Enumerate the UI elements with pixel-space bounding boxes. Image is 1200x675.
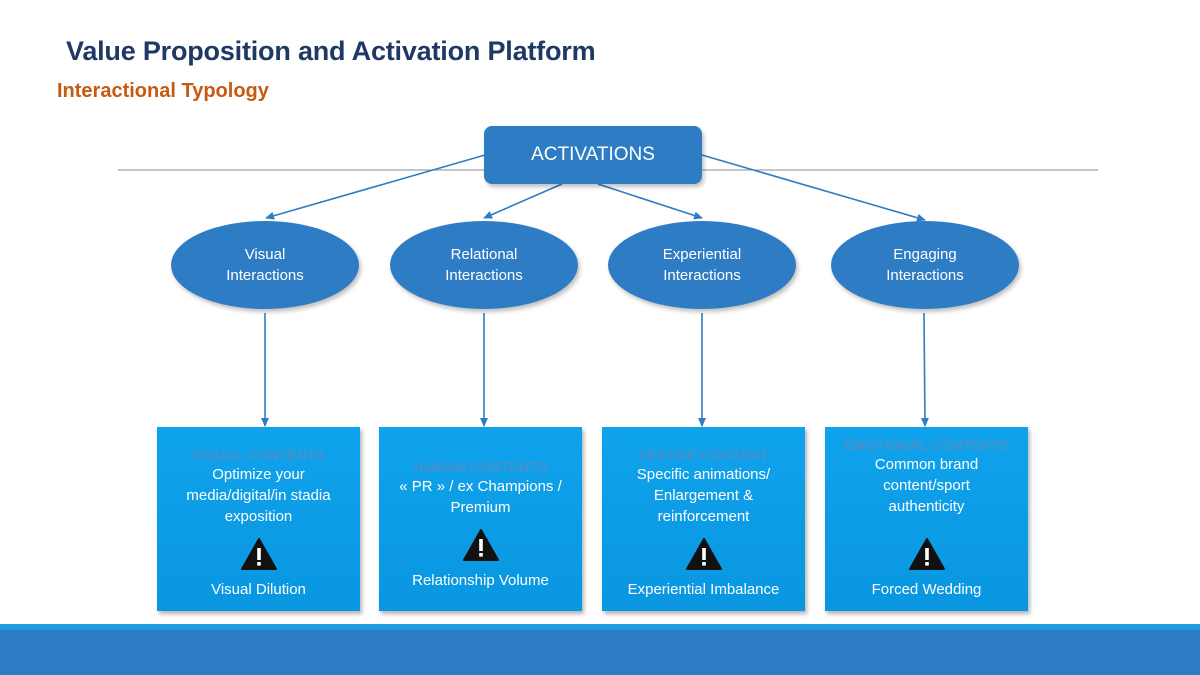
risk-label: Forced Wedding	[871, 581, 982, 598]
node-label-line2: Interactions	[445, 267, 523, 284]
activations-node: ACTIVATIONS	[484, 126, 702, 184]
risk-label: Visual Dilution	[211, 581, 306, 598]
node-label-line2: Interactions	[886, 267, 964, 284]
card-body-line: « PR » / ex Champions /	[399, 478, 562, 495]
node-label-line1: Experiential	[662, 246, 742, 263]
emotional-contents-card: EMOTIONAL CONTENTS Common brand content/…	[825, 427, 1028, 611]
node-label-line1: Relational	[450, 246, 518, 263]
card-body-line: content/sport	[883, 477, 970, 494]
arrow-root-to-experiential	[597, 183, 703, 220]
footer-band	[0, 624, 1200, 675]
card-heading: FESTIVE CONTENT	[638, 447, 769, 463]
arrow-engaging-to-card	[920, 312, 929, 427]
arrow-root-to-visual	[265, 154, 486, 220]
arrow-root-to-engaging	[701, 154, 926, 222]
risk-label: Relationship Volume	[412, 572, 549, 589]
warning-triangle-icon	[908, 538, 945, 570]
card-body-line: Specific animations/	[636, 466, 771, 483]
card-body-line: Common brand	[874, 456, 979, 473]
card-body-line: Optimize your	[212, 466, 305, 483]
card-body-line: authenticity	[888, 498, 965, 515]
card-heading: HUMAN CONTENTS	[414, 459, 547, 475]
page-subtitle: Interactional Typology	[57, 80, 269, 102]
card-body-line: media/digital/in stadia	[186, 487, 331, 504]
relational-interactions-node: Relational Interactions	[390, 221, 578, 309]
arrow-root-to-relational	[483, 183, 563, 219]
warning-triangle-icon	[462, 529, 499, 561]
risk-label: Experiential Imbalance	[627, 581, 780, 598]
card-body-line: Enlargement &	[653, 487, 754, 504]
node-label-line1: Engaging	[893, 246, 957, 263]
page-title: Value Proposition and Activation Platfor…	[66, 36, 596, 66]
card-body-line: exposition	[224, 508, 293, 525]
card-heading: EMOTIONAL CONTENTS	[844, 437, 1009, 453]
human-contents-card: HUMAN CONTENTS « PR » / ex Champions / P…	[379, 427, 582, 611]
activations-label: ACTIVATIONS	[531, 144, 655, 165]
visual-interactions-node: Visual Interactions	[171, 221, 359, 309]
warning-triangle-icon	[240, 538, 277, 570]
festive-content-card: FESTIVE CONTENT Specific animations/ Enl…	[602, 427, 805, 611]
warning-triangle-icon	[685, 538, 722, 570]
node-label-line2: Interactions	[663, 267, 741, 284]
node-label-line2: Interactions	[226, 267, 304, 284]
card-body-line: Premium	[450, 499, 511, 516]
experiential-interactions-node: Experiential Interactions	[608, 221, 796, 309]
card-body-line: reinforcement	[657, 508, 750, 525]
card-heading: VISUAL CONTENTS	[192, 447, 325, 463]
node-label-line1: Visual	[244, 246, 286, 263]
engaging-interactions-node: Engaging Interactions	[831, 221, 1019, 309]
footer-accent-line	[0, 624, 1200, 630]
visual-contents-card: VISUAL CONTENTS Optimize your media/digi…	[157, 427, 360, 611]
